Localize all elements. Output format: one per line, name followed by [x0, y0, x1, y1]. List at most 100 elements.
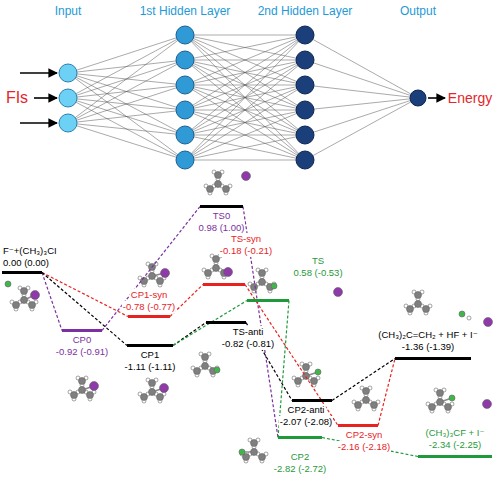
atom — [407, 306, 414, 313]
atom — [157, 278, 164, 285]
neuron — [296, 51, 314, 69]
network-wire — [185, 35, 305, 36]
label-group: CP2-anti-2.07 (-2.08) — [279, 404, 333, 428]
label-group: CP0-0.92 (-0.91) — [55, 334, 109, 358]
atom — [363, 397, 370, 404]
label-group: TS0.58 (-0.53) — [292, 255, 343, 279]
atom — [429, 404, 436, 411]
label-group: F⁻+(CH₃)₃CI0.00 (0.00) — [2, 245, 58, 269]
network-wire — [68, 123, 185, 160]
neuron — [59, 89, 77, 107]
network-wire — [185, 35, 305, 85]
molecule-figure — [292, 362, 321, 387]
molecule-figure — [202, 254, 233, 279]
atom — [149, 273, 156, 280]
label-group: CP1-syn-0.78 (-0.77) — [122, 289, 176, 313]
atom — [21, 288, 28, 295]
atom — [90, 382, 99, 391]
network-wire — [68, 73, 185, 160]
network-wire — [68, 98, 185, 160]
energy-level: TS-syn-0.18 (-0.21) — [203, 283, 245, 286]
atom — [215, 181, 222, 188]
label-slot: Energy — [448, 90, 492, 106]
atom — [205, 270, 212, 277]
energy-connector — [42, 273, 127, 346]
network-wire — [305, 35, 418, 98]
label-group: (CH₃)₃CF + I⁻-2.34 (-2.25) — [425, 427, 486, 451]
neuron — [59, 64, 77, 82]
network-wire — [305, 85, 418, 98]
label-slot: FIs — [6, 89, 28, 107]
molecule-figure — [138, 378, 169, 403]
energy-connector — [42, 273, 62, 331]
energy-value: -2.07 (-2.08) — [279, 416, 333, 428]
network-wire — [68, 35, 185, 73]
atom — [445, 404, 452, 411]
atom — [5, 281, 11, 287]
network-wire — [305, 98, 418, 110]
atom — [271, 283, 277, 289]
network-wire — [185, 60, 305, 160]
atom — [13, 302, 20, 309]
network-wire — [68, 35, 185, 98]
atom — [259, 454, 266, 461]
input-label: FIs — [6, 89, 28, 107]
neural-network — [20, 26, 445, 169]
energy-value: 0.58 (-0.53) — [292, 267, 343, 279]
label-slot: 1st Hidden Layer — [140, 4, 231, 18]
atom — [29, 302, 36, 309]
energy-value: 0.00 (0.00) — [2, 257, 50, 269]
energy-connector — [245, 285, 338, 426]
state-label: TS0 — [212, 210, 231, 222]
energy-value: -1.36 (-1.39) — [401, 341, 455, 353]
neuron — [176, 101, 194, 119]
atom — [79, 378, 86, 385]
neuron — [59, 114, 77, 132]
state-label: CP2-anti — [287, 404, 326, 416]
energy-level: CP2-anti-2.07 (-2.08) — [292, 399, 332, 402]
label-group: (CH₃)₂C=CH₂ + HF + I⁻-1.36 (-1.39) — [377, 329, 478, 353]
network-wire — [185, 85, 305, 160]
layer-title: 2nd Hidden Layer — [258, 4, 353, 18]
label-group: CP1-1.11 (-1.11) — [124, 349, 177, 373]
neuron — [410, 90, 426, 106]
atom — [311, 378, 318, 385]
state-label: TS — [311, 255, 325, 267]
state-label: CP1 — [140, 349, 160, 361]
atom — [251, 440, 258, 447]
label-group: TS-syn-0.18 (-0.21) — [219, 233, 273, 257]
layer-title: Input — [55, 4, 82, 18]
network-wire — [185, 110, 305, 160]
energy-level: TS0.58 (-0.53) — [247, 299, 289, 302]
neuron — [296, 126, 314, 144]
neuron — [176, 151, 194, 169]
network-wire — [68, 123, 185, 135]
state-label: CP0 — [72, 334, 92, 346]
molecule-figure — [239, 438, 268, 463]
energy-level: (CH₃)₂C=CH₂ + HF + I⁻-1.36 (-1.39) — [395, 357, 471, 360]
molecule-figure — [204, 170, 232, 195]
network-wire — [68, 98, 185, 135]
network-wire — [185, 35, 305, 160]
atom — [141, 394, 148, 401]
atom — [371, 402, 378, 409]
energy-level: CP2-2.82 (-2.72) — [278, 436, 322, 439]
layer-title: Output — [400, 4, 436, 18]
atom — [224, 268, 233, 277]
atom — [242, 172, 251, 181]
network-wire — [185, 60, 305, 160]
atom — [141, 278, 148, 285]
network-wire — [185, 35, 305, 110]
energy-value: -0.92 (-0.91) — [55, 346, 109, 358]
state-label: TS-syn — [230, 233, 262, 245]
network-wire — [68, 85, 185, 123]
state-label: (CH₃)₃CF + I⁻ — [425, 427, 486, 439]
atom — [295, 378, 302, 385]
atom — [334, 288, 343, 297]
label-slot: 2nd Hidden Layer — [258, 4, 353, 18]
energy-level: F⁻+(CH₃)₃CI0.00 (0.00) — [2, 271, 42, 274]
energy-connector — [322, 438, 418, 457]
molecule-figure — [352, 386, 380, 411]
network-wire — [185, 135, 305, 160]
